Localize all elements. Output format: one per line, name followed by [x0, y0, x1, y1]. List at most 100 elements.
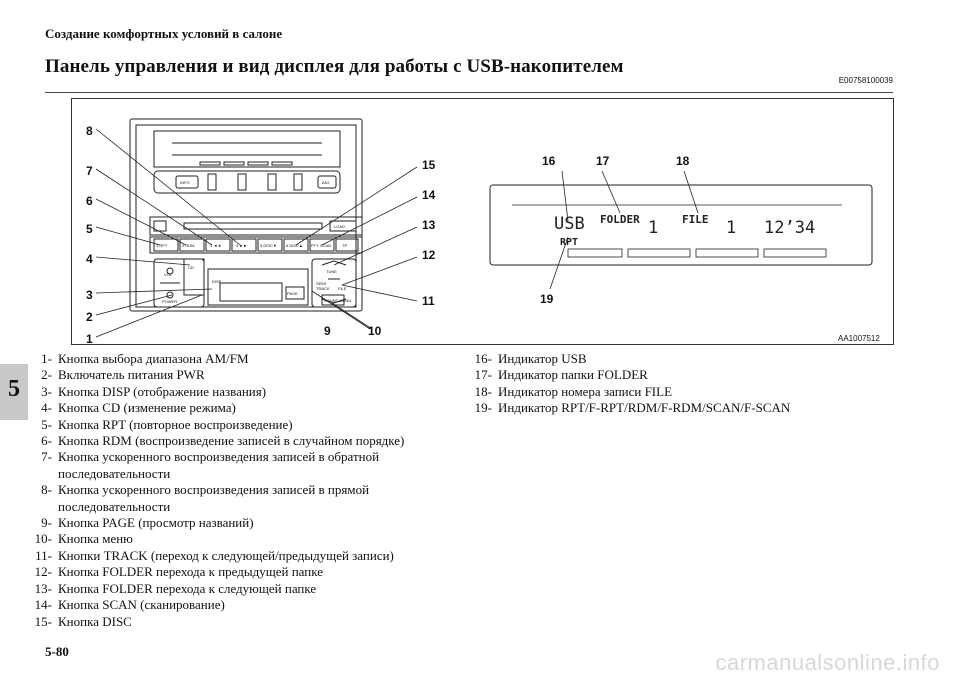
callout-12: 12 [422, 248, 436, 262]
display-bar [627, 248, 691, 258]
ff-label: 4 ►► [236, 243, 247, 248]
list-item: 7-Кнопка ускоренного воспроизведения зап… [0, 449, 460, 482]
leader-18 [683, 170, 699, 214]
rdm-button[interactable] [179, 238, 205, 252]
file-number: 1 [726, 218, 736, 238]
list-item: 5-Кнопка RPT (повторное воспроизведение) [0, 417, 460, 433]
info-button[interactable] [175, 175, 199, 189]
leader-7 [95, 168, 213, 246]
list-item: 11-Кнопки TRACK (переход к следующей/пре… [0, 548, 460, 564]
list-item: 13-Кнопка FOLDER перехода к следующей па… [0, 581, 460, 597]
display-segment [247, 161, 269, 166]
leader-10 [331, 302, 373, 330]
leader-4 [95, 256, 191, 266]
display-segment [271, 161, 293, 166]
item-number: 2- [41, 367, 52, 383]
item-number: 9- [41, 515, 52, 531]
leader-8 [95, 128, 241, 246]
leader-11 [341, 284, 418, 302]
load-label: LOAD [334, 224, 345, 229]
leader-5 [95, 226, 161, 246]
list-item: 2- Включатель питания PWR [0, 367, 460, 383]
figure-code: AA1007512 [838, 334, 880, 343]
display-bar [567, 248, 623, 258]
page-number: 5-80 [45, 644, 69, 659]
disc-up-button[interactable] [283, 238, 309, 252]
eject-button[interactable] [153, 220, 167, 232]
figure-drawing: INFO ADJ LOAD 1 RPT 2 RDM 3 ◄◄ 4 ►► 5 DI… [86, 118, 880, 346]
disc-down-label: 5 DISC▼ [260, 243, 277, 248]
panel-labels: INFO ADJ LOAD 1 RPT 2 RDM 3 ◄◄ 4 ►► 5 DI… [156, 180, 351, 304]
leader-16 [561, 170, 569, 222]
legend-list-right: 16-Индикатор USB 17-Индикатор папки FOLD… [440, 351, 900, 417]
item-number: 18- [474, 383, 492, 399]
item-text: Кнопка ускоренного воспроизведения запис… [58, 482, 370, 514]
list-item: 10-Кнопка меню [0, 531, 460, 547]
page-button[interactable] [285, 286, 305, 300]
cd-mode-button[interactable] [183, 258, 205, 296]
list-item: 1-Кнопка выбора диапазона AM/FM [0, 351, 460, 367]
callout-16: 16 [542, 154, 556, 168]
disp-slot [219, 282, 283, 302]
document-code: E00758100039 [838, 76, 893, 85]
callout-3: 3 [86, 288, 93, 302]
callout-13: 13 [422, 218, 436, 232]
rpt-button[interactable] [153, 238, 179, 252]
leader-9 [311, 290, 371, 330]
item-number: 17- [474, 367, 492, 383]
load-button[interactable] [329, 220, 357, 232]
vol-down-icon[interactable] [166, 291, 174, 299]
item-number: 8- [41, 482, 52, 498]
list-item: 19-Индикатор RPT/F-RPT/RDM/F-RDM/SCAN/F-… [440, 400, 900, 416]
section-title: Панель управления и вид дисплея для рабо… [45, 56, 624, 77]
callout-11: 11 [422, 294, 435, 308]
callout-1: 1 [86, 332, 93, 346]
leader-17 [601, 170, 621, 214]
item-text: Кнопка RDM (воспроизведение записей в сл… [58, 433, 405, 449]
display-segment [223, 161, 245, 166]
list-item: 18-Индикатор номера записи FILE [440, 384, 900, 400]
usb-display: USB FOLDER FILE 1 1 12’34 RPT [489, 184, 873, 266]
item-number: 14- [34, 597, 52, 613]
cd-slot-row [149, 216, 363, 236]
seek-label: SEEK [316, 281, 327, 286]
list-item: 14-Кнопка SCAN (сканирование) [0, 597, 460, 613]
rpt-indicator: RPT [560, 237, 578, 248]
adj-button[interactable] [317, 175, 337, 189]
disc-down-button[interactable] [257, 238, 283, 252]
leader-13 [333, 226, 418, 266]
rew-button[interactable] [205, 238, 231, 252]
head-unit-frame [129, 118, 363, 312]
chapter-tab [0, 364, 28, 420]
running-header: Создание комфортных условий в салоне [45, 26, 283, 41]
rew-label: 3 ◄◄ [210, 243, 221, 248]
tp-label: TP [342, 243, 347, 248]
leader-14 [321, 196, 418, 246]
folder-up-icon[interactable] [321, 260, 347, 266]
pty-scan-button[interactable] [309, 238, 335, 252]
power-label: POWER [162, 299, 177, 304]
callout-15: 15 [422, 158, 436, 172]
item-text: Включатель питания PWR [58, 367, 205, 383]
callout-2: 2 [86, 310, 93, 324]
tune-block [311, 258, 357, 308]
item-text: Кнопка ускоренного воспроизведения запис… [58, 449, 380, 481]
file-label: FILE [338, 286, 347, 291]
track-label: TRACK [316, 286, 330, 291]
callout-19: 19 [540, 292, 554, 306]
tp-button[interactable] [335, 238, 359, 252]
info-row [153, 170, 341, 194]
head-unit-inner-frame [135, 124, 357, 308]
item-number: 13- [34, 580, 52, 596]
legend-list-left: 1-Кнопка выбора диапазона AM/FM 2- Включа… [0, 351, 460, 630]
item-text: Индикатор USB [498, 351, 587, 366]
ff-button[interactable] [231, 238, 257, 252]
callout-18: 18 [676, 154, 690, 168]
adj-label: ADJ [322, 180, 330, 185]
vol-up-icon[interactable] [166, 267, 174, 275]
preset-row [149, 236, 363, 254]
list-item: 16-Индикатор USB [440, 351, 900, 367]
item-number: 1- [41, 351, 52, 366]
item-text: Кнопка RPT (повторное воспроизведение) [58, 416, 293, 432]
item-number: 19- [474, 400, 492, 416]
